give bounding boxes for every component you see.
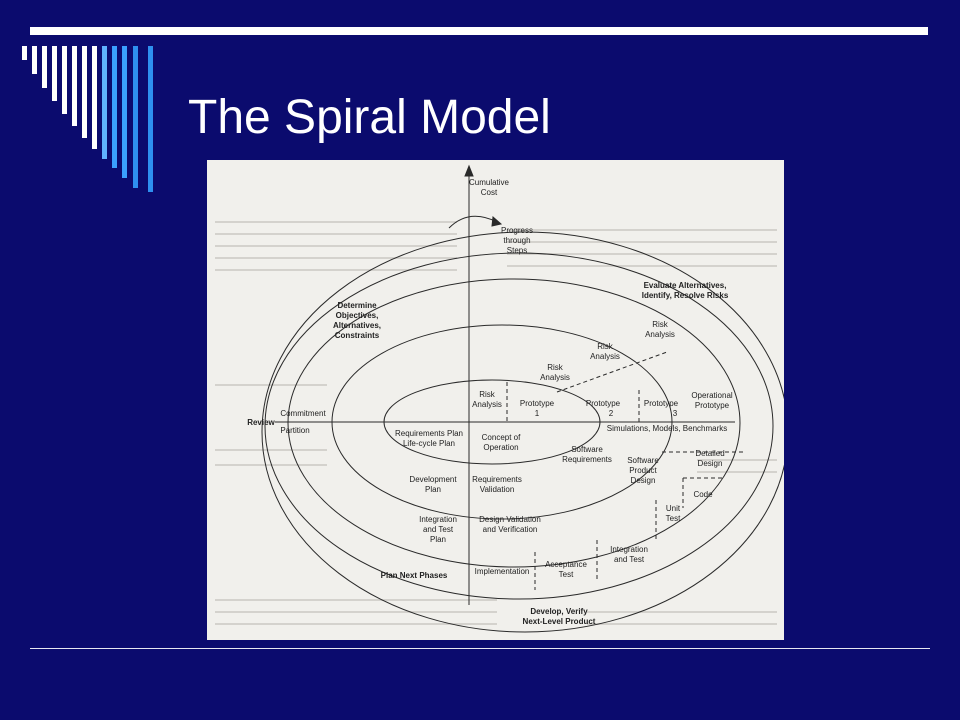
bottom-rule <box>30 648 930 649</box>
spiral-ring-2 <box>331 324 673 520</box>
spiral-ring-1 <box>383 379 601 465</box>
deco-bar <box>133 46 138 188</box>
deco-bar <box>122 46 127 178</box>
dashed-separators <box>506 351 745 590</box>
quadrant-top-right-label: Evaluate Alternatives,Identify, Resolve … <box>642 281 729 300</box>
background-text-lines <box>215 221 777 625</box>
spiral-ring-3 <box>287 278 741 568</box>
cost-axis-arrowhead <box>464 164 474 177</box>
commitment-label: Commitment <box>280 409 326 418</box>
quadrant-bottom-left-label: Plan Next Phases <box>381 571 448 580</box>
deco-bar <box>148 46 153 192</box>
deco-bar <box>92 46 97 149</box>
deco-bar <box>102 46 107 159</box>
spiral-ring-5 <box>261 231 784 633</box>
code-label: Code <box>693 490 713 499</box>
deco-bar <box>72 46 77 126</box>
simulations-label: Simulations, Models, Benchmarks <box>607 424 728 433</box>
deco-bar <box>52 46 57 101</box>
deco-bar <box>82 46 87 138</box>
deco-bar <box>112 46 117 168</box>
deco-bar <box>32 46 37 74</box>
partition-label: Partition <box>280 426 309 435</box>
spiral-ring-4 <box>264 252 774 600</box>
top-rule <box>30 27 928 35</box>
rotation-arrowhead <box>491 215 503 227</box>
rotation-arrow <box>448 215 498 229</box>
implementation-label: Implementation <box>475 567 530 576</box>
slide-title: The Spiral Model <box>188 91 551 144</box>
review-label: Review <box>247 418 275 427</box>
deco-bar <box>22 46 27 60</box>
deco-bar <box>62 46 67 114</box>
deco-bar <box>42 46 47 88</box>
